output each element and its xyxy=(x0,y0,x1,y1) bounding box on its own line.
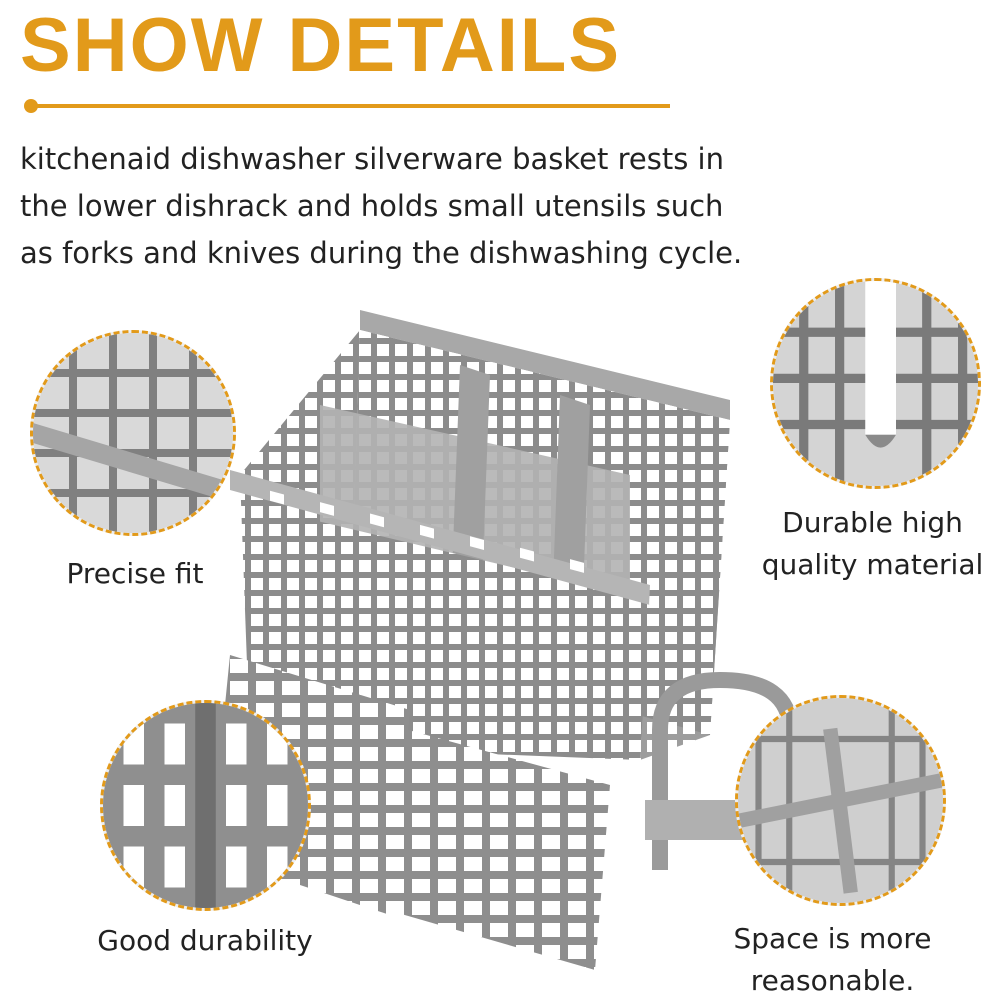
silverware-basket-image xyxy=(230,310,730,760)
detail-circle-precise-fit xyxy=(30,330,236,536)
detail-circle-space xyxy=(735,695,946,906)
detail-circle-good-durability xyxy=(100,700,311,911)
page-title: SHOW DETAILS xyxy=(20,3,622,88)
feature-label-durable-material: Durable high quality material xyxy=(761,506,984,581)
heading-rule xyxy=(30,104,670,108)
detail-circle-durable-material xyxy=(770,278,981,489)
product-description: kitchenaid dishwasher silverware basket … xyxy=(20,142,743,270)
feature-label-good-durability: Good durability xyxy=(97,924,313,957)
feature-label-precise-fit: Precise fit xyxy=(66,557,204,590)
feature-label-space: Space is more reasonable. xyxy=(733,922,932,997)
